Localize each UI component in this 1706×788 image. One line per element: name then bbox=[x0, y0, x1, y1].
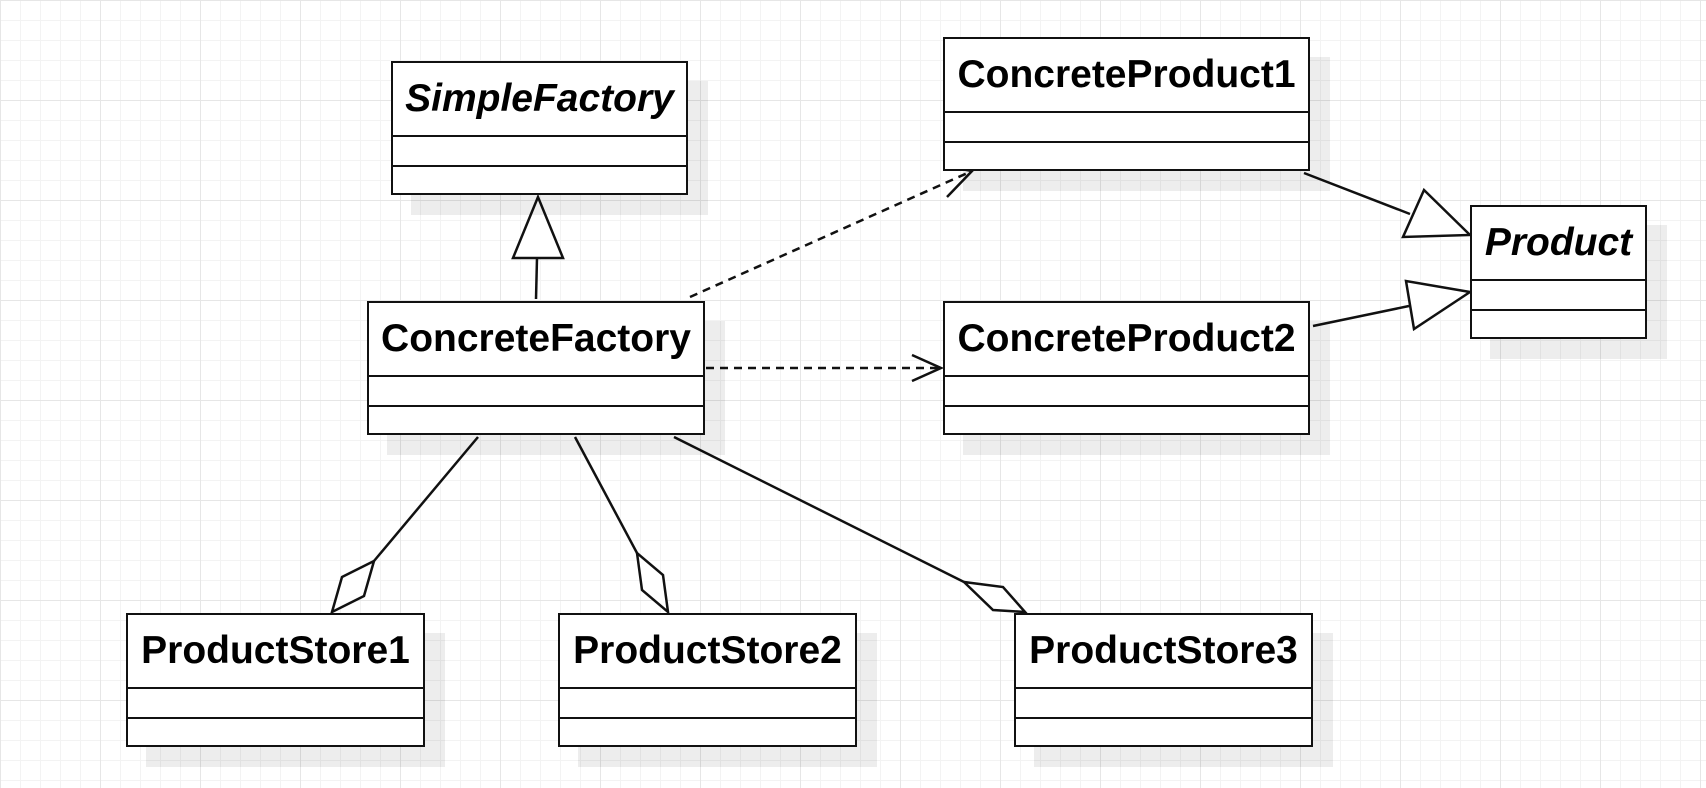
generalization-arrowhead-product2 bbox=[1404, 279, 1474, 332]
class-name: ProductStore2 bbox=[560, 615, 855, 689]
class-operations bbox=[369, 407, 703, 433]
class-attributes bbox=[369, 377, 703, 407]
aggregation-diamond-store1 bbox=[330, 558, 376, 615]
aggregation-line-store2 bbox=[573, 436, 639, 554]
generalization-arrowhead-product1 bbox=[1401, 187, 1473, 239]
generalization-line-factory bbox=[534, 257, 539, 300]
class-productstore1[interactable]: ProductStore1 bbox=[126, 613, 425, 747]
class-attributes bbox=[945, 377, 1308, 407]
class-concreteproduct1[interactable]: ConcreteProduct1 bbox=[943, 37, 1310, 171]
aggregation-diamond-store3 bbox=[960, 580, 1028, 614]
class-operations bbox=[560, 719, 855, 745]
class-simplefactory[interactable]: SimpleFactory bbox=[391, 61, 688, 195]
class-name: ConcreteProduct2 bbox=[945, 303, 1308, 377]
class-name: SimpleFactory bbox=[393, 63, 686, 137]
class-operations bbox=[1472, 311, 1645, 337]
aggregation-diamond-store2 bbox=[635, 549, 670, 616]
class-concretefactory[interactable]: ConcreteFactory bbox=[367, 301, 705, 435]
class-name: ProductStore1 bbox=[128, 615, 423, 689]
dependency-line-product1 bbox=[689, 169, 973, 299]
class-attributes bbox=[945, 113, 1308, 143]
class-operations bbox=[945, 407, 1308, 433]
class-operations bbox=[945, 143, 1308, 169]
dependency-arrowhead-product2 bbox=[911, 353, 945, 383]
class-attributes bbox=[1472, 281, 1645, 311]
class-name: ConcreteFactory bbox=[369, 303, 703, 377]
class-product[interactable]: Product bbox=[1470, 205, 1647, 339]
class-attributes bbox=[393, 137, 686, 167]
class-productstore2[interactable]: ProductStore2 bbox=[558, 613, 857, 747]
class-attributes bbox=[560, 689, 855, 719]
class-name: Product bbox=[1472, 207, 1645, 281]
class-name: ConcreteProduct1 bbox=[945, 39, 1308, 113]
generalization-arrowhead-simplefactory bbox=[511, 193, 565, 260]
generalization-line-product1 bbox=[1303, 171, 1411, 216]
class-operations bbox=[1016, 719, 1311, 745]
class-concreteproduct2[interactable]: ConcreteProduct2 bbox=[943, 301, 1310, 435]
class-operations bbox=[128, 719, 423, 745]
class-attributes bbox=[128, 689, 423, 719]
generalization-line-product2 bbox=[1312, 304, 1410, 328]
class-name: ProductStore3 bbox=[1016, 615, 1311, 689]
class-operations bbox=[393, 167, 686, 193]
class-productstore3[interactable]: ProductStore3 bbox=[1014, 613, 1313, 747]
class-attributes bbox=[1016, 689, 1311, 719]
aggregation-line-store1 bbox=[373, 436, 479, 562]
aggregation-line-store3 bbox=[673, 435, 965, 584]
